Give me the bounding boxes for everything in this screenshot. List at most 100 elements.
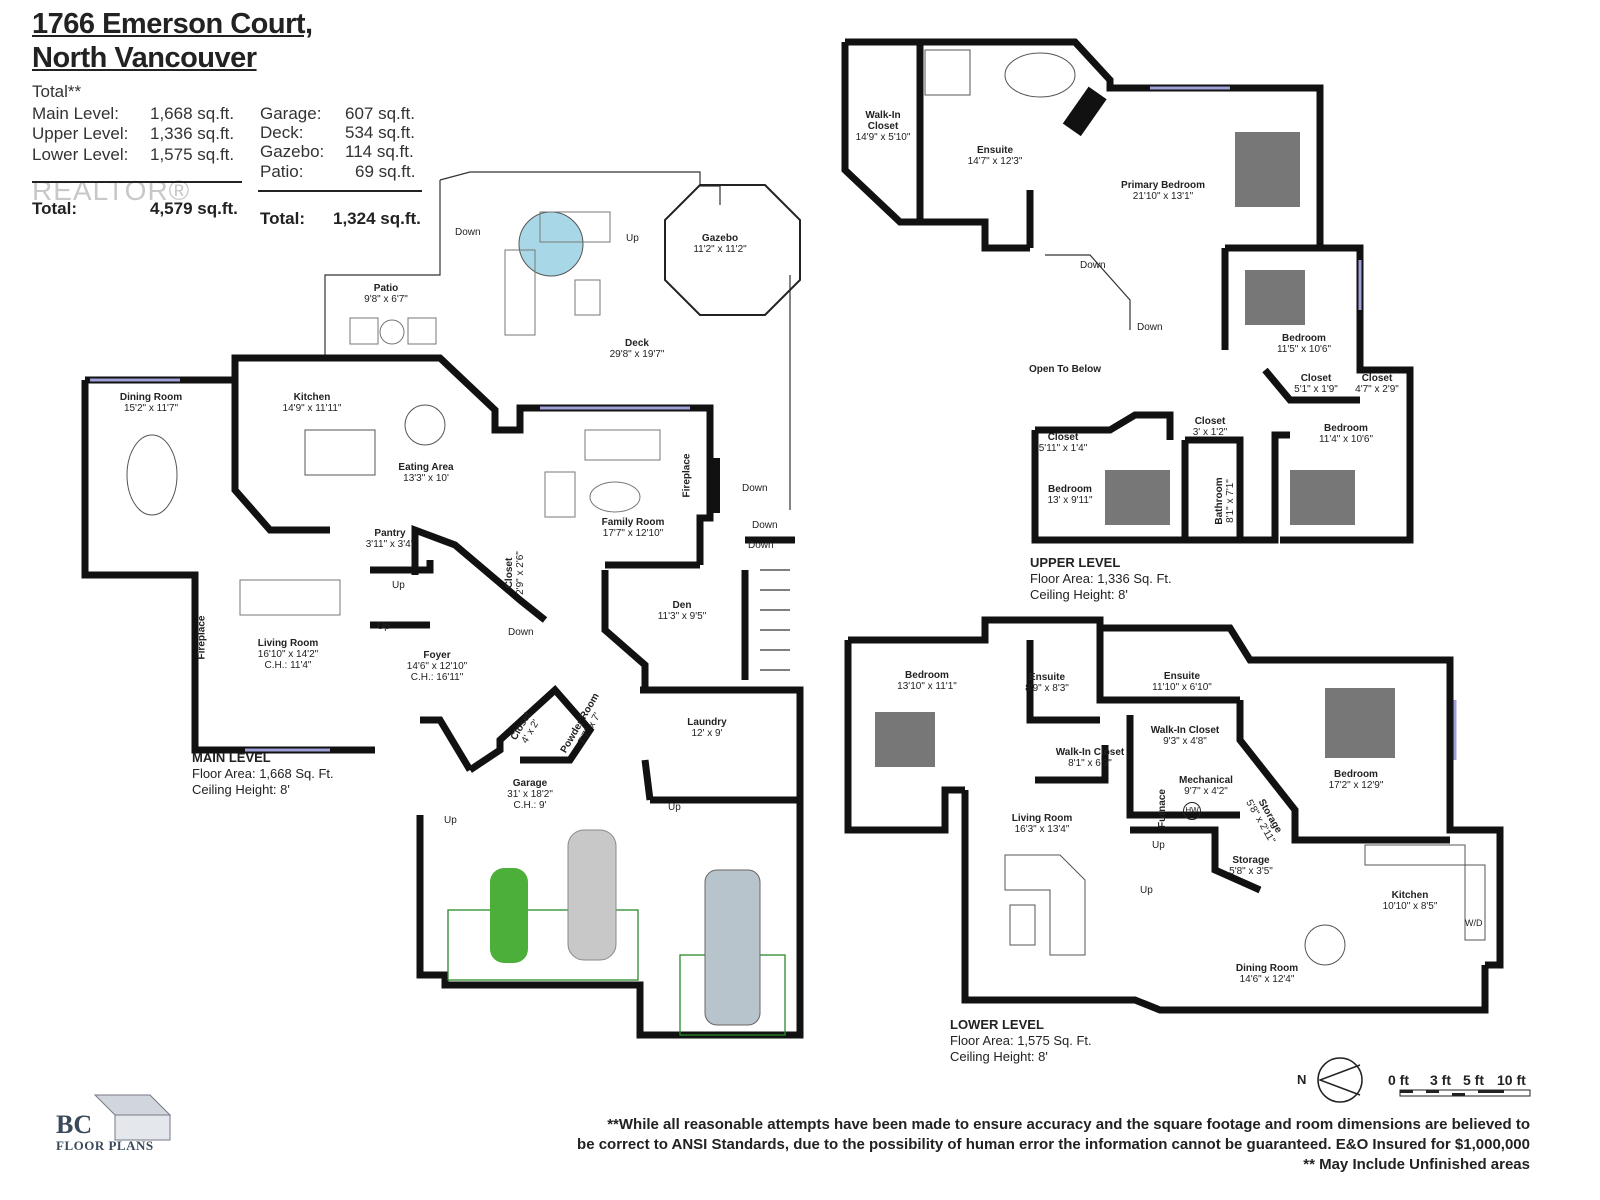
floor-plans-logo-text: FLOOR PLANS <box>56 1138 154 1153</box>
stat-garage-value: 607 sq.ft. <box>345 104 415 123</box>
stat-patio-label: Patio: <box>260 162 304 181</box>
fireplace-label-living: Fireplace <box>196 615 208 660</box>
upper-down-label-1: Down <box>1080 260 1106 271</box>
scale-5ft: 5 ft <box>1463 1072 1484 1088</box>
stat-gazebo-value: 114 sq.ft. <box>345 142 414 161</box>
stair-down-label: Down <box>508 627 534 638</box>
up-label-main-2: Up <box>377 621 390 632</box>
bc-logo-text: BC <box>56 1110 93 1139</box>
stat-main-label: Main Level: <box>32 104 119 123</box>
north-label: N <box>1297 1072 1307 1087</box>
stat-deck-label: Deck: <box>260 123 304 142</box>
stats-divider-left <box>32 181 242 183</box>
stat-upper-value: 1,336 sq.ft. <box>150 124 235 143</box>
lower-level-plan <box>844 616 1504 1014</box>
upper-down-label-2: Down <box>1137 322 1163 333</box>
stat-lower-value: 1,575 sq.ft. <box>150 145 235 164</box>
up-label-main: Up <box>392 580 405 591</box>
property-address-line2: North Vancouver <box>32 42 257 74</box>
deck-down-label: Down <box>455 227 481 238</box>
lower-up-label-2: Up <box>1140 885 1153 896</box>
gazebo-up-label: Up <box>626 233 639 244</box>
upper-level-plan <box>841 38 1414 544</box>
bc-logo-house-icon <box>93 1094 172 1141</box>
stat-gazebo-label: Gazebo: <box>260 142 325 161</box>
scale-3ft: 3 ft <box>1430 1072 1451 1088</box>
disclaimer-line2: be correct to ANSI Standards, due to the… <box>577 1136 1530 1153</box>
stat-total2-value: 1,324 sq.ft. <box>333 209 421 228</box>
fireplace-label-family: Fireplace <box>681 453 693 498</box>
disclaimer-line3: ** May Include Unfinished areas <box>1303 1156 1530 1173</box>
scale-bar <box>1399 1089 1531 1097</box>
main-level-plan <box>81 171 804 1039</box>
stat-upper-label: Upper Level: <box>32 124 129 143</box>
scale-10ft: 10 ft <box>1497 1072 1526 1088</box>
stat-deck-value: 534 sq.ft. <box>345 123 415 142</box>
washer-dryer-label: W/D <box>1465 918 1483 928</box>
stats-divider-right <box>258 190 422 192</box>
scale-0ft: 0 ft <box>1388 1072 1409 1088</box>
laundry-up-label: Up <box>668 802 681 813</box>
stat-main-value: 1,668 sq.ft. <box>150 104 235 123</box>
stat-lower-label: Lower Level: <box>32 145 129 164</box>
open-to-below: Open To Below <box>1028 364 1102 375</box>
stat-garage-label: Garage: <box>260 104 322 123</box>
total-label: Total** <box>32 82 82 101</box>
lower-up-label-1: Up <box>1152 840 1165 851</box>
down-label-1: Down <box>742 483 768 494</box>
garage-up-label: Up <box>444 815 457 826</box>
stat-total-value: 4,579 sq.ft. <box>150 199 238 218</box>
north-arrow <box>1317 1057 1363 1103</box>
down-label-2: Down <box>752 520 778 531</box>
furnace-label: Furnace <box>1156 789 1168 828</box>
stat-total-label: Total: <box>32 199 78 218</box>
disclaimer-line1: **While all reasonable attempts have bee… <box>607 1116 1530 1133</box>
stat-patio-value: 69 sq.ft. <box>355 162 416 181</box>
hot-water-tank-icon: HW <box>1183 802 1201 820</box>
property-address-line1: 1766 Emerson Court, <box>32 8 313 40</box>
stat-total2-label: Total: <box>260 209 306 228</box>
realtor-watermark: REALTOR® <box>32 175 191 206</box>
down-label-3: Down <box>748 540 774 551</box>
